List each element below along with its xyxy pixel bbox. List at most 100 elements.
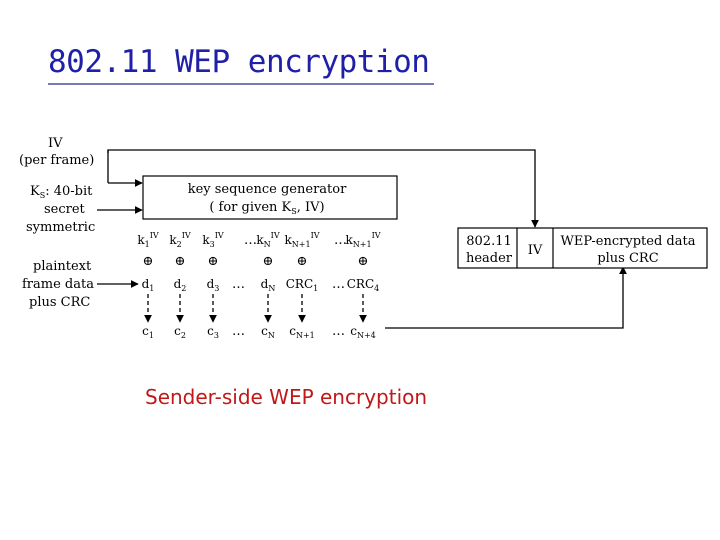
frame-payload-line1: WEP-encrypted data (561, 234, 696, 249)
key-stream-label-3-superscript: IV (215, 231, 224, 240)
data-label-1-subscript: 1 (149, 284, 154, 293)
cipher-label-2-base: c (174, 324, 181, 338)
key-stream-label-2-subscript: 2 (177, 240, 182, 249)
xor-symbol-2: ⊕ (175, 254, 186, 269)
title-underline (48, 83, 434, 85)
data-label-2-subscript: 2 (181, 284, 186, 293)
iv-per-frame-label: (per frame) (19, 153, 94, 168)
plaintext-label: plaintext (33, 259, 92, 274)
frame-iv: IV (528, 243, 543, 258)
data-label-3-subscript: 3 (214, 284, 219, 293)
data-label-3: d3 (207, 277, 220, 293)
key-stream-label-6-base: k (345, 233, 353, 247)
frame-header-line1: 802.11 (466, 234, 512, 249)
frame-header-line2: header (466, 251, 513, 266)
cipher-label-1: c1 (142, 324, 154, 340)
ciphertext-to-frame-line (385, 266, 627, 329)
cipher-label-3-subscript: 3 (214, 331, 219, 340)
data-label-6: CRC4 (347, 277, 380, 293)
cipher-row-ellipsis-2: … (332, 324, 345, 339)
data-label-2: d2 (174, 277, 187, 293)
cipher-label-3-base: c (207, 324, 214, 338)
cipher-label-6-base: c (350, 324, 357, 338)
plus-crc-label: plus CRC (29, 295, 90, 310)
data-row-ellipsis-2: … (332, 277, 345, 292)
cipher-label-1-base: c (142, 324, 149, 338)
frame-data-label: frame data (22, 277, 94, 292)
data-label-1: d1 (142, 277, 155, 293)
xor-symbol-4: ⊕ (263, 254, 274, 269)
xor-symbol-1: ⊕ (143, 254, 154, 269)
key-stream-label-3-subscript: 3 (210, 240, 215, 249)
key-stream-label-1-base: k (137, 233, 145, 247)
key-stream-label-3: k3IV (202, 231, 224, 249)
xor-symbol-5: ⊕ (297, 254, 308, 269)
data-label-3-base: d (207, 277, 215, 291)
cipher-label-6-subscript: N+4 (357, 331, 376, 340)
key-stream-label-5-subscript: N+1 (292, 240, 311, 249)
column-groups: k1IV⊕d1c1k2IV⊕d2c2k3IV⊕d3c3kNIV⊕dNcNkN+1… (137, 231, 380, 340)
key-stream-label-4-superscript: IV (271, 231, 280, 240)
cipher-row-ellipsis-1: … (232, 324, 245, 339)
data-label-5-base: CRC (286, 277, 313, 291)
key-stream-label-3-base: k (202, 233, 210, 247)
generator-sub-post: , IV) (297, 200, 325, 215)
key-stream-label-6: kN+1IV (345, 231, 380, 249)
data-label-4-subscript: N (268, 284, 275, 293)
ks-subscript: S (40, 191, 45, 200)
symmetric-label: symmetric (26, 220, 95, 235)
data-label-2-base: d (174, 277, 182, 291)
key-stream-label-1-subscript: 1 (145, 240, 150, 249)
secret-label: secret (44, 202, 86, 217)
cipher-label-4-subscript: N (268, 331, 275, 340)
key-stream-label-5-superscript: IV (311, 231, 320, 240)
key-stream-label-5: kN+1IV (284, 231, 319, 249)
data-label-4-base: d (261, 277, 269, 291)
key-stream-label-1: k1IV (137, 231, 159, 249)
key-stream-label-4-base: k (256, 233, 264, 247)
generator-sub-pre: ( for given K (209, 200, 291, 215)
key-row-ellipsis-1: … (244, 233, 257, 248)
data-label-6-subscript: 4 (374, 284, 379, 293)
generator-subtitle: ( for given KS, IV) (209, 200, 324, 216)
data-label-4: dN (261, 277, 276, 293)
data-label-5-subscript: 1 (313, 284, 318, 293)
cipher-label-2: c2 (174, 324, 186, 340)
data-label-6-base: CRC (347, 277, 374, 291)
figure-caption: Sender-side WEP encryption (145, 385, 428, 409)
cipher-label-1-subscript: 1 (149, 331, 154, 340)
key-stream-label-5-base: k (284, 233, 292, 247)
cipher-label-5: cN+1 (289, 324, 315, 340)
data-row-ellipsis-1: … (232, 277, 245, 292)
cipher-label-2-subscript: 2 (181, 331, 186, 340)
cipher-label-5-base: c (289, 324, 296, 338)
key-stream-label-2-superscript: IV (182, 231, 191, 240)
ks-label: KS: 40-bit (30, 184, 93, 200)
ks-rest: : 40-bit (45, 184, 93, 199)
key-stream-label-2-base: k (169, 233, 177, 247)
key-stream-label-6-subscript: N+1 (353, 240, 372, 249)
iv-label: IV (48, 136, 63, 151)
key-row-ellipsis-2: … (334, 233, 347, 248)
key-stream-label-4-subscript: N (264, 240, 271, 249)
key-stream-label-2: k2IV (169, 231, 191, 249)
generator-sub-s: S (291, 207, 296, 216)
cipher-label-6: cN+4 (350, 324, 376, 340)
key-stream-label-4: kNIV (256, 231, 279, 249)
generator-title: key sequence generator (188, 182, 347, 197)
xor-symbol-6: ⊕ (358, 254, 369, 269)
xor-symbol-3: ⊕ (208, 254, 219, 269)
frame-outline (457, 227, 708, 269)
cipher-label-4: cN (261, 324, 275, 340)
data-label-5: CRC1 (286, 277, 319, 293)
ks-base: K (30, 184, 40, 199)
key-stream-label-6-superscript: IV (372, 231, 381, 240)
key-stream-label-1-superscript: IV (150, 231, 159, 240)
cipher-label-5-subscript: N+1 (296, 331, 315, 340)
frame-payload-line2: plus CRC (597, 251, 658, 266)
key-sequence-generator-box (142, 175, 398, 220)
data-label-1-base: d (142, 277, 150, 291)
cipher-label-4-base: c (261, 324, 268, 338)
page-title: 802.11 WEP encryption (48, 44, 430, 80)
